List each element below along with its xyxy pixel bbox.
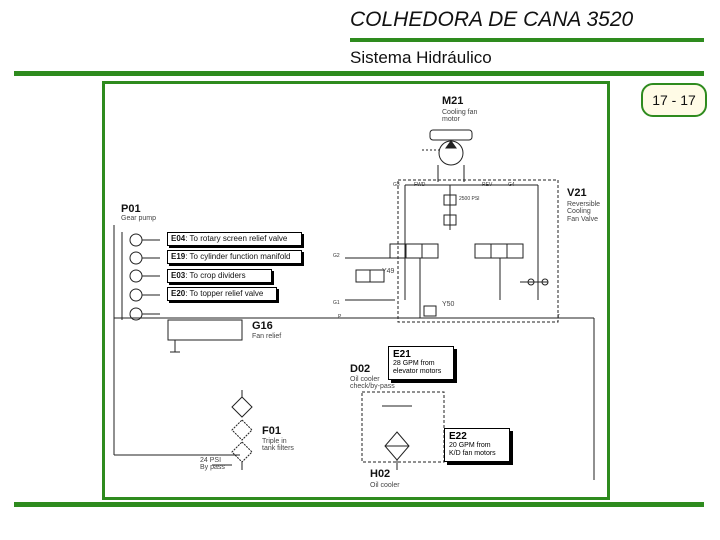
pump-output-code: E20 [171,289,186,298]
bypass-label: 24 PSI By pass [200,457,225,472]
f01-label: F01 [262,425,281,437]
v21-desc: Reversible Cooling Fan Valve [567,201,601,223]
h02-label: H02 [370,468,391,480]
filter-symbol-1 [231,396,253,418]
pump-output-row: E03: To crop dividers [167,269,272,283]
valve-y50 [423,305,437,317]
pump-output-row: E04: To rotary screen relief valve [167,232,302,246]
port-fwd: FWD [414,182,426,188]
g16-label: G16 [252,320,273,332]
gear-pump-stack [129,233,143,321]
title-underline [350,38,704,42]
f01-desc: Triple in tank filters [262,438,294,453]
h02-desc: Oil cooler [370,482,400,489]
pump-output-row: E19: To cylinder function manifold [167,250,302,264]
port-g2: G2 [333,253,340,259]
flow-e21-box: E21 28 GPM from elevator motors [388,346,454,380]
flow-e22-text: 20 GPM from K/D fan motors [449,442,496,457]
v21-enclosure [397,179,559,323]
pump-output-code: E04 [171,234,186,243]
y50-label: Y50 [442,301,455,308]
flow-e21-text: 28 GPM from elevator motors [393,360,442,375]
port-g3: G3 [393,182,400,188]
pump-output-text: To cylinder function manifold [189,252,291,261]
header-divider [14,71,704,76]
flow-e22-code: E22 [449,431,467,442]
g16-desc: Fan relief [252,333,282,340]
port-rev: REV [482,182,493,188]
pump-output-text: To rotary screen relief valve [189,234,288,243]
fan-relief-block [167,319,243,341]
footer-divider [14,502,704,507]
valve-y49 [355,269,371,283]
page-title: COLHEDORA DE CANA 3520 [350,8,634,31]
port-t: T [557,314,561,320]
m21-label: M21 [442,95,464,107]
pump-output-text: To topper relief valve [189,289,264,298]
port-p: P [338,314,342,320]
d02-label: D02 [350,363,371,375]
y49-label: Y49 [382,268,395,275]
pump-output-row: E20: To topper relief valve [167,287,277,301]
p01-desc: Gear pump [121,215,157,222]
p01-label: P01 [121,203,141,215]
page-number-badge: 17 - 17 [641,83,707,117]
valve-right-a [474,243,492,259]
v21-label: V21 [567,187,587,199]
d02-enclosure [361,391,445,463]
flow-e21-code: E21 [393,349,411,360]
pump-output-text: To crop dividers [189,271,246,280]
relief-setting-label: 2500 PSI [459,196,480,202]
pump-output-code: E03 [171,271,186,280]
page-subtitle: Sistema Hidráulico [350,48,492,67]
d02-desc: Oil cooler check/by-pass [350,376,395,391]
port-g4: G4 [508,182,515,188]
flow-e22-box: E22 20 GPM from K/D fan motors [444,428,510,462]
m21-desc: Cooling fan motor [442,109,478,124]
pump-output-code: E19 [171,252,186,261]
port-g1: G1 [333,300,340,306]
